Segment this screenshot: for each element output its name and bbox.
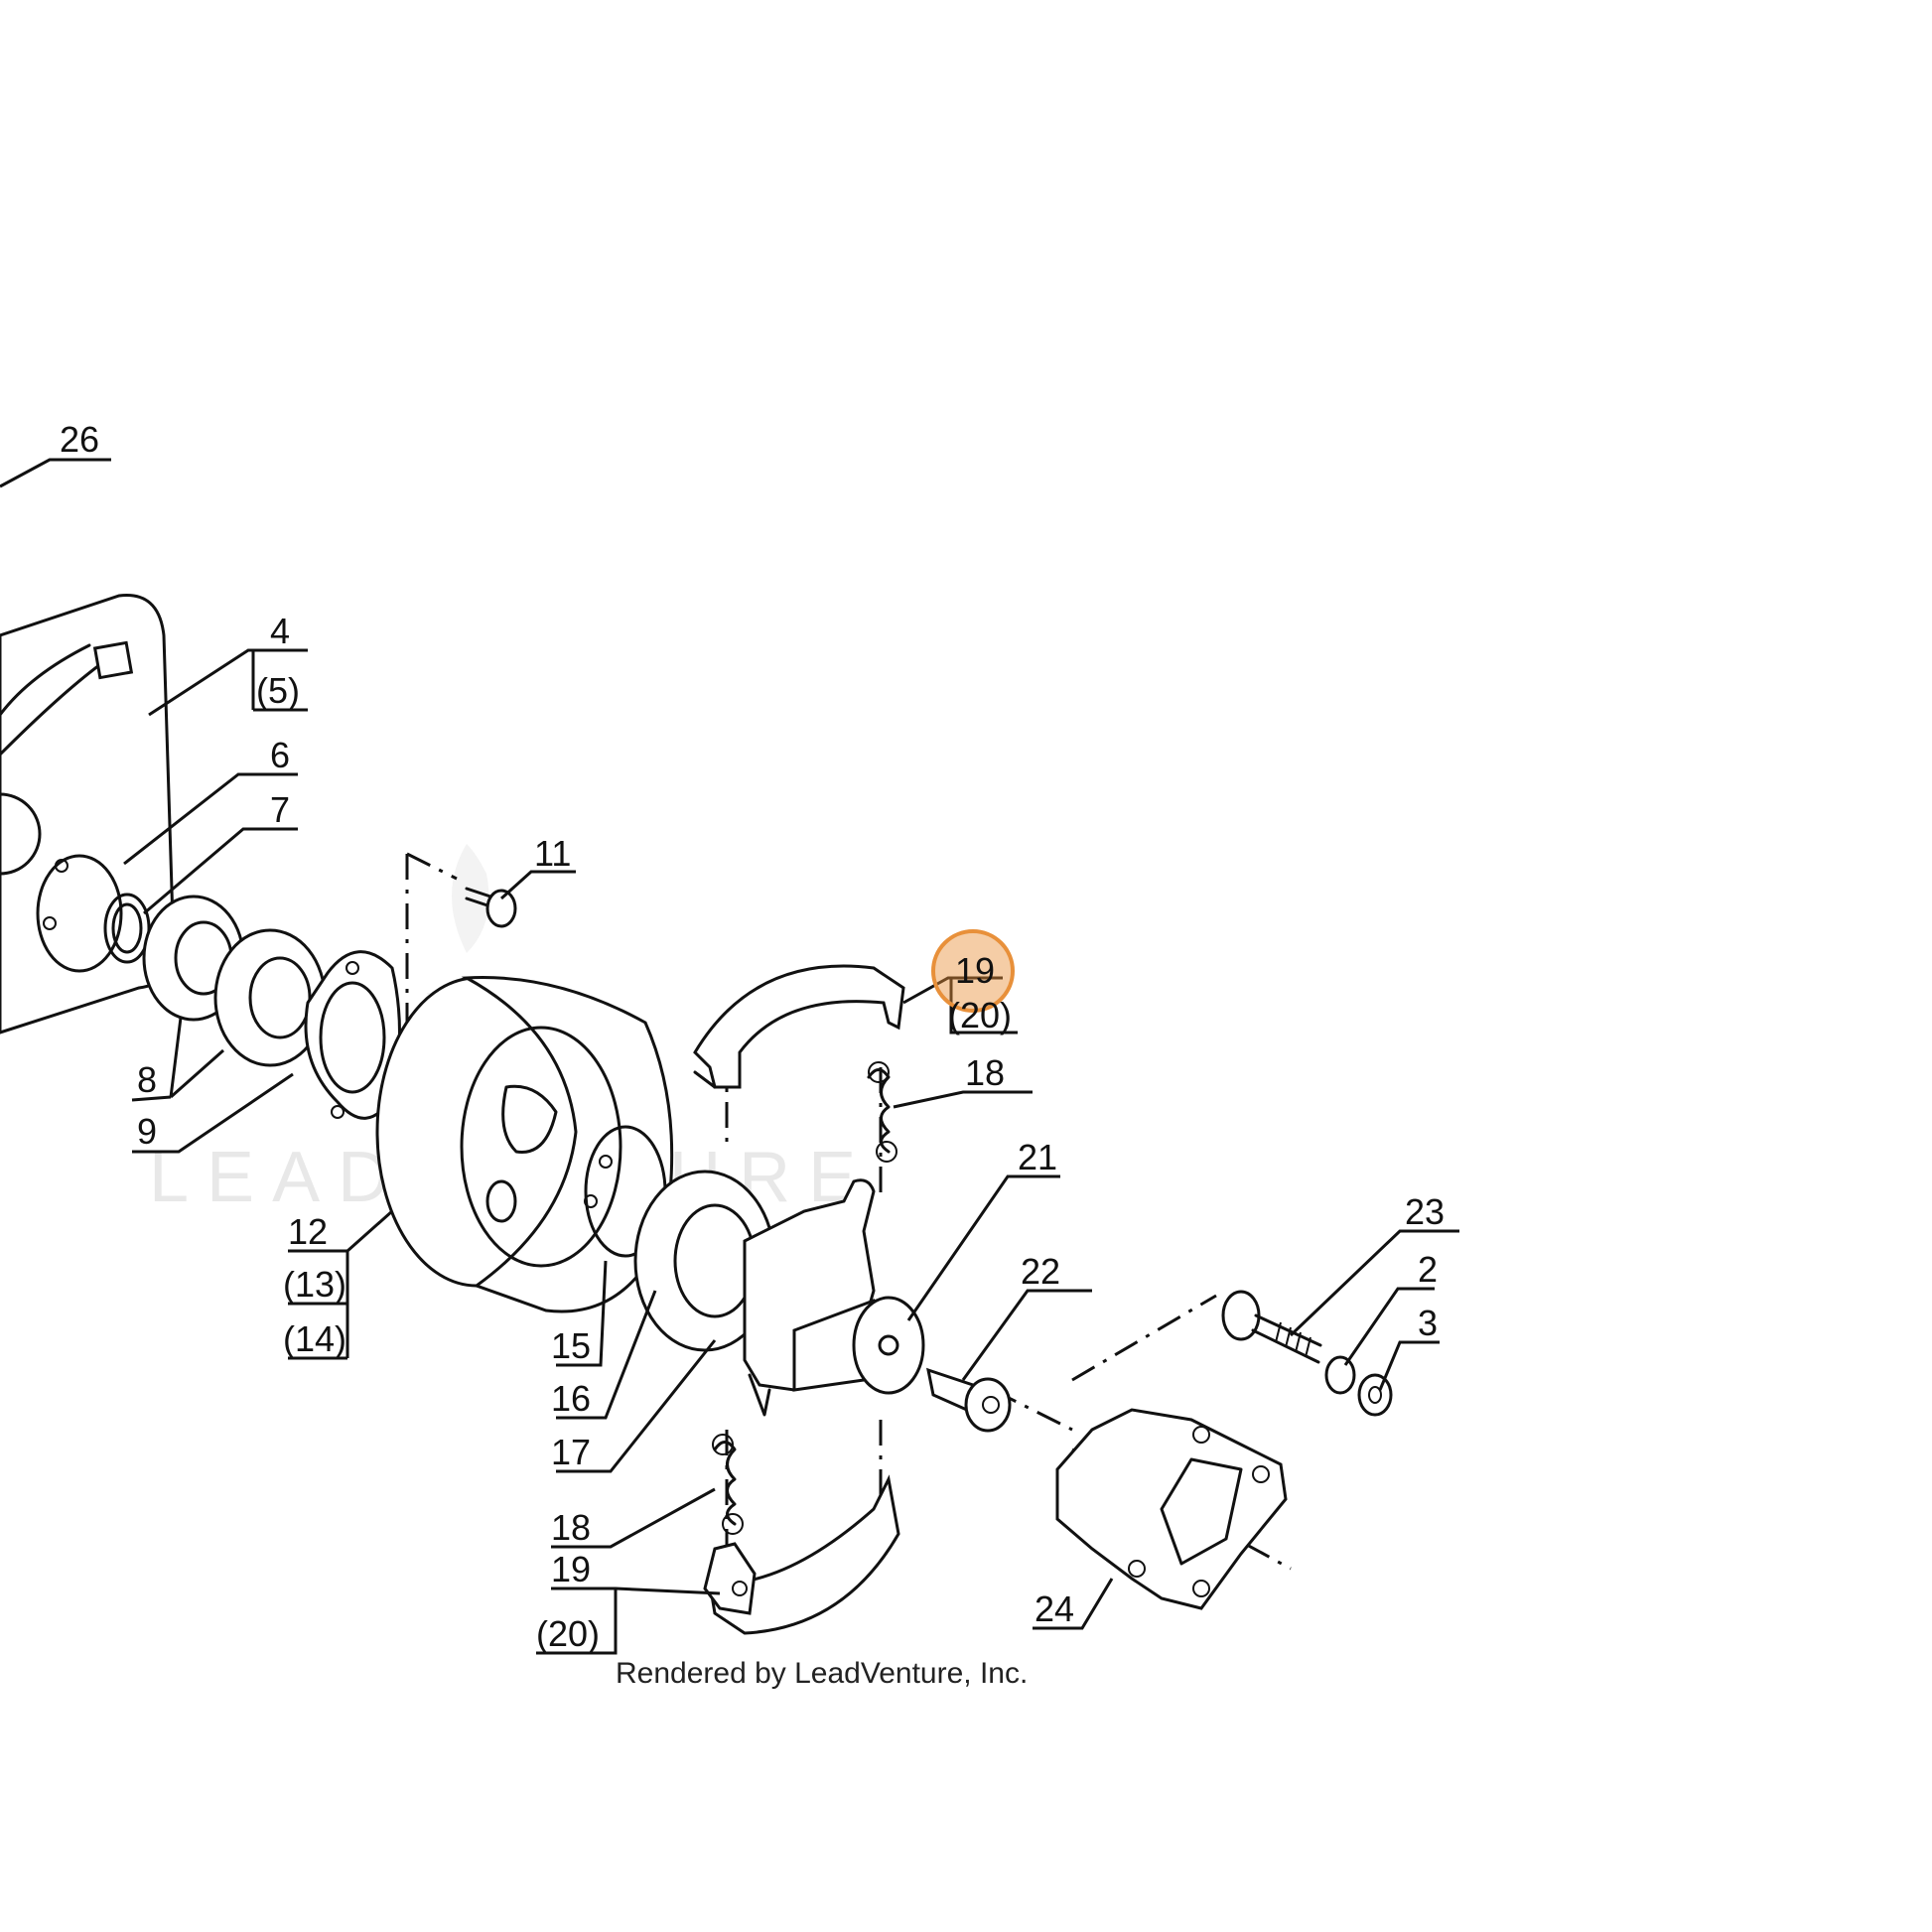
callout-12[interactable]: 12: [288, 1211, 328, 1252]
callout-11[interactable]: 11: [534, 833, 571, 874]
callout-labels: 26 4 (5) 6 7 11 8 9 12 (13) (14) 15 16 1…: [60, 419, 1445, 1654]
callout-5[interactable]: (5): [256, 670, 300, 711]
lock-washer-part-2: [1324, 1355, 1356, 1395]
clutch-shoe-lower-part-19: [703, 1474, 900, 1635]
callout-14[interactable]: (14): [283, 1318, 346, 1359]
callout-23[interactable]: 23: [1405, 1191, 1445, 1232]
callout-19-lower[interactable]: 19: [551, 1549, 591, 1589]
callout-18-lower[interactable]: 18: [551, 1507, 591, 1548]
spring-part-18b: [712, 1434, 744, 1535]
callout-16[interactable]: 16: [551, 1378, 591, 1419]
cover-plate-part-24: [1055, 1408, 1288, 1610]
boss-part-21: [852, 1296, 925, 1395]
bolt-part-11: [465, 887, 517, 928]
bolt-part-23: [1221, 1290, 1322, 1364]
leader-lines: [0, 458, 1459, 1655]
callout-6[interactable]: 6: [270, 735, 290, 775]
callout-3[interactable]: 3: [1418, 1303, 1438, 1343]
highlight-marker: [931, 929, 1015, 1013]
render-credit: Rendered by LeadVenture, Inc.: [616, 1657, 1028, 1690]
callout-13[interactable]: (13): [283, 1264, 346, 1305]
callout-19-upper[interactable]: 19: [955, 950, 995, 991]
circlip-part-6: [36, 854, 123, 973]
callout-21[interactable]: 21: [1018, 1137, 1057, 1177]
callout-7[interactable]: 7: [270, 789, 290, 830]
callout-20-lower[interactable]: (20): [536, 1613, 600, 1654]
callout-17[interactable]: 17: [551, 1432, 591, 1472]
callout-9[interactable]: 9: [137, 1111, 157, 1152]
clutch-drum-part-12: [375, 976, 674, 1313]
callout-24[interactable]: 24: [1035, 1588, 1074, 1629]
callout-8[interactable]: 8: [137, 1059, 157, 1100]
screw-part-22: [926, 1367, 1012, 1433]
callout-15[interactable]: 15: [551, 1325, 591, 1366]
callout-22[interactable]: 22: [1021, 1251, 1060, 1292]
washer-part-3: [1357, 1373, 1393, 1417]
callout-4[interactable]: 4: [270, 611, 290, 651]
callout-18-upper[interactable]: 18: [965, 1052, 1005, 1093]
callout-20-upper[interactable]: (20): [948, 995, 1012, 1035]
callout-26[interactable]: 26: [60, 419, 99, 460]
callout-2[interactable]: 2: [1418, 1249, 1438, 1290]
clutch-shoe-upper-part-19: [693, 964, 905, 1089]
spring-part-18a: [867, 1061, 897, 1163]
